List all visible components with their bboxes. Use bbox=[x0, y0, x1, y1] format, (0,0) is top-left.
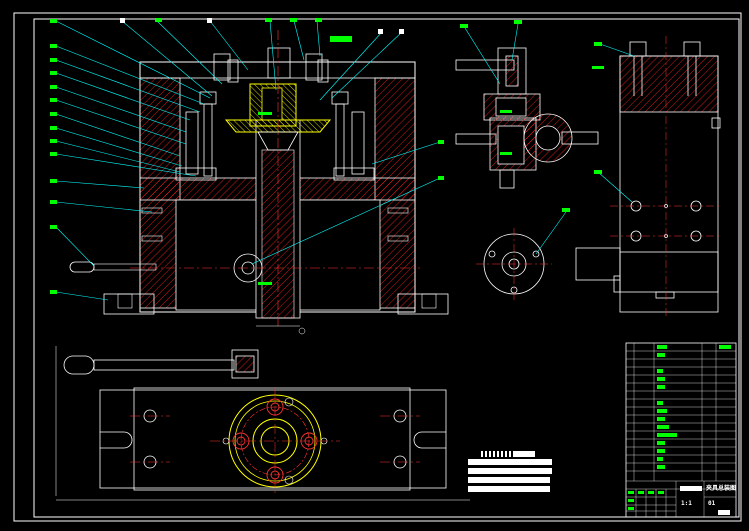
right-side-view bbox=[575, 41, 721, 313]
drawing-title: 夹具总装图 bbox=[706, 485, 737, 492]
part-label-tags bbox=[50, 18, 444, 294]
drawing-number: 01 bbox=[708, 500, 716, 507]
drawing-scale: 1:1 bbox=[681, 500, 692, 507]
plan-view bbox=[63, 349, 447, 491]
front-section-view bbox=[69, 30, 449, 335]
outer-border bbox=[13, 12, 742, 522]
inner-border bbox=[33, 18, 740, 518]
title-block bbox=[625, 342, 737, 518]
side-section-view bbox=[455, 47, 599, 189]
part-leaders-left bbox=[55, 20, 441, 301]
technical-notes bbox=[468, 451, 552, 492]
